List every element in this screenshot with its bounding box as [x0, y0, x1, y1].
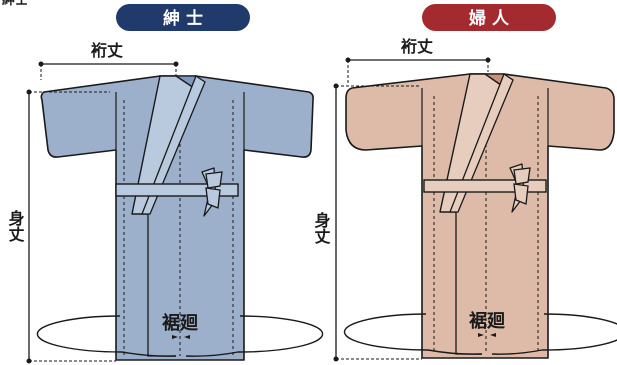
mens-badge [116, 4, 250, 31]
mens-robe-body [40, 75, 314, 361]
womens-garment: 婦 人 裄丈 身丈 [312, 4, 617, 362]
womens-body-length-label: 身丈 [312, 211, 331, 245]
womens-badge [422, 4, 556, 31]
womens-hem-label: 裾廻 [469, 310, 506, 332]
mens-body-length-label: 身丈 [6, 209, 25, 243]
mens-garment: 紳 士 裄丈 身丈 [6, 4, 324, 364]
womens-badge-label: 婦 人 [468, 8, 510, 29]
cropped-heading: 紳士 [2, 0, 28, 8]
mens-badge-label: 紳 士 [163, 8, 203, 29]
womens-robe-body [345, 73, 615, 359]
mens-sleeve-length-label: 裄丈 [90, 41, 123, 60]
womens-sleeve-length-label: 裄丈 [400, 37, 433, 56]
mens-hem-label: 裾廻 [162, 312, 199, 334]
